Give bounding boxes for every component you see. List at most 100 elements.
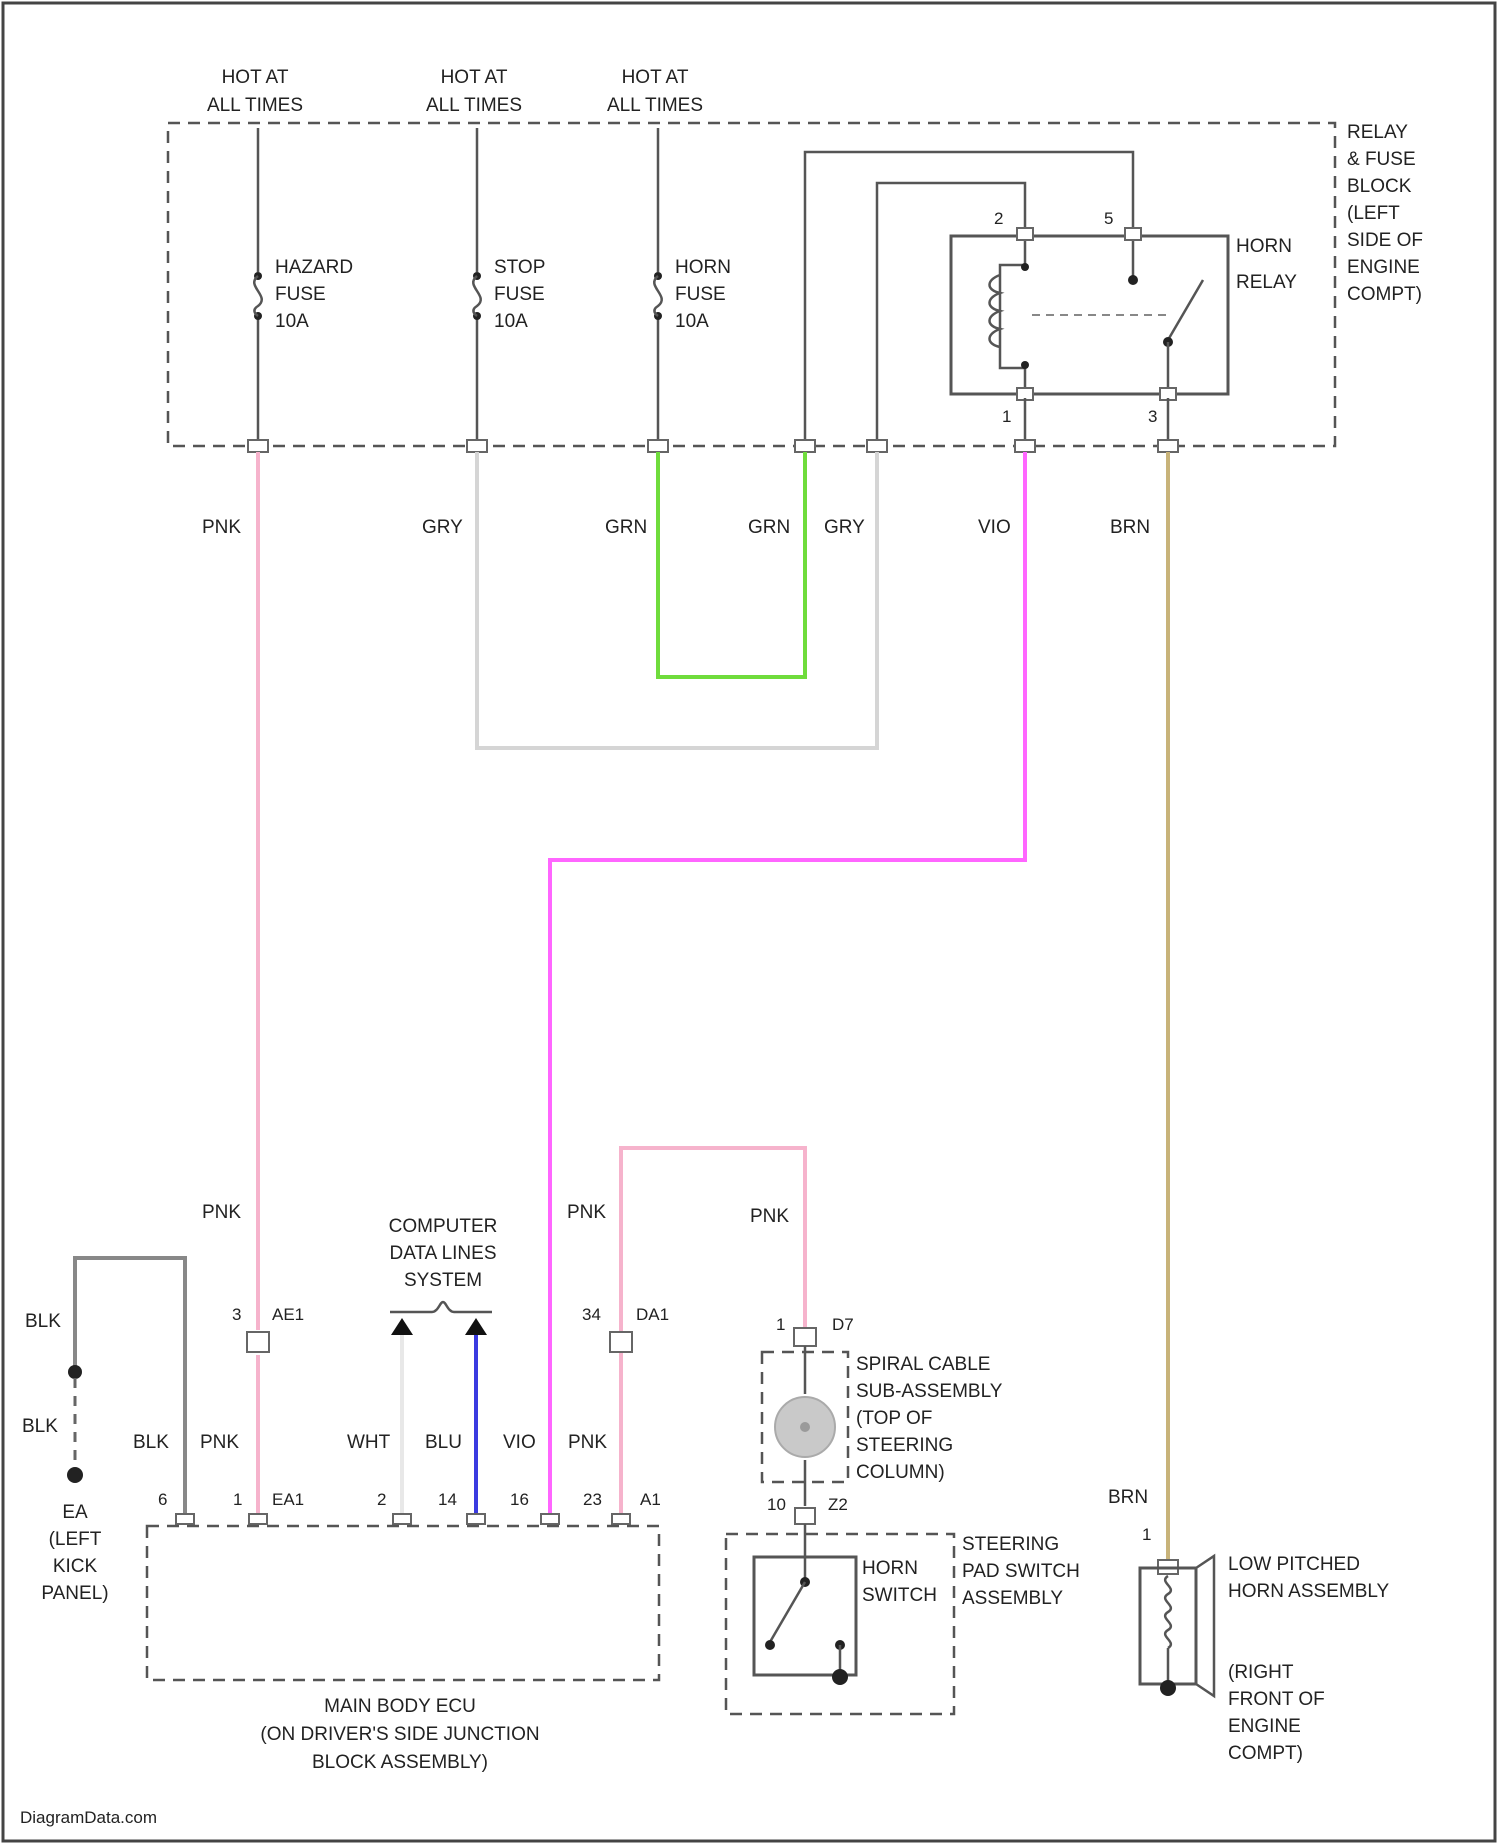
svg-text:FUSE: FUSE [494,284,545,305]
svg-text:COLUMN): COLUMN) [856,1462,945,1483]
svg-text:HOT AT: HOT AT [222,67,289,88]
wire-label-pnk-left: PNK [202,1202,241,1223]
svg-text:ENGINE: ENGINE [1228,1716,1301,1737]
svg-text:SYSTEM: SYSTEM [404,1270,482,1291]
computer-data-lines-label: COMPUTER DATA LINES SYSTEM [389,1216,498,1312]
wire-grn-horn-loop [658,452,805,677]
horn-assembly-icon [1140,1556,1214,1696]
horn-fuse-label: HORN FUSE 10A [675,257,731,332]
svg-text:10A: 10A [494,311,528,332]
horn-connector-pin: 1 [1142,1525,1151,1544]
ecu-pin-23: 23 [583,1490,602,1509]
svg-text:(LEFT: (LEFT [1347,203,1400,224]
wire-label-blu: BLU [425,1432,462,1453]
svg-text:Z2: Z2 [828,1495,848,1514]
svg-text:FRONT OF: FRONT OF [1228,1689,1325,1710]
wire-label-vio: VIO [503,1432,536,1453]
ecu-connector-a1: A1 [640,1490,661,1509]
svg-text:10A: 10A [675,311,709,332]
svg-text:BLOCK: BLOCK [1347,176,1412,197]
wire-label-pnk-top: PNK [202,517,241,538]
horn-switch-label: HORN SWITCH [862,1558,937,1606]
horn-fuse-icon [654,272,662,320]
svg-text:STOP: STOP [494,257,545,278]
svg-text:COMPT): COMPT) [1347,284,1422,305]
svg-text:HORN: HORN [862,1558,918,1579]
wire-label-gry-top-2: GRY [824,517,865,538]
relay-pin-5-label: 5 [1104,209,1113,228]
horn-assembly-location-label: (RIGHT FRONT OF ENGINE COMPT) [1228,1662,1325,1764]
svg-text:COMPUTER: COMPUTER [389,1216,498,1237]
hot-label-hazard: HOT AT ALL TIMES [207,67,303,116]
wire-blk-ground [75,1258,185,1518]
ground-point-icon [67,1365,83,1483]
svg-text:HORN ASSEMBLY: HORN ASSEMBLY [1228,1581,1390,1602]
svg-text:HOT AT: HOT AT [622,67,689,88]
svg-text:HORN: HORN [1236,236,1292,257]
svg-text:(RIGHT: (RIGHT [1228,1662,1294,1683]
data-line-arrow-icon-blu [465,1318,487,1335]
svg-text:10: 10 [767,1495,786,1514]
ecu-connector-marks [176,1514,630,1524]
relay-fuse-block-label: RELAY & FUSE BLOCK (LEFT SIDE OF ENGINE … [1347,122,1423,305]
svg-text:AE1: AE1 [272,1305,304,1324]
ecu-pin-14: 14 [438,1490,457,1509]
svg-text:PAD SWITCH: PAD SWITCH [962,1561,1080,1582]
relay-contact-switch-icon [1128,236,1203,398]
svg-text:DATA LINES: DATA LINES [390,1243,497,1264]
wire-label-grn-top-1: GRN [605,517,647,538]
connector-z2: 10 Z2 [767,1495,848,1524]
wire-gry-stop-loop [477,452,877,748]
svg-text:(TOP OF: (TOP OF [856,1408,932,1429]
stop-fuse-label: STOP FUSE 10A [494,257,545,332]
svg-text:HAZARD: HAZARD [275,257,353,278]
ecu-pin-1: 1 [233,1490,242,1509]
svg-text:FUSE: FUSE [275,284,326,305]
svg-text:1: 1 [776,1315,785,1334]
svg-text:ALL TIMES: ALL TIMES [207,95,303,116]
hazard-fuse-icon [254,272,262,320]
hot-label-horn: HOT AT ALL TIMES [607,67,703,116]
horn-relay-label: HORN RELAY [1236,236,1297,293]
wire-label-pnk-mid: PNK [567,1202,606,1223]
svg-text:KICK: KICK [53,1556,98,1577]
ecu-pin-2: 2 [377,1490,386,1509]
svg-text:COMPT): COMPT) [1228,1743,1303,1764]
connector-d7: 1 D7 [776,1315,854,1346]
svg-text:FUSE: FUSE [675,284,726,305]
svg-text:SUB-ASSEMBLY: SUB-ASSEMBLY [856,1381,1003,1402]
wire-label-wht: WHT [347,1432,391,1453]
connector-ae1: 3 AE1 [232,1305,304,1352]
internal-line-grn-to-relay-pin5 [805,152,1133,446]
wire-label-gry-top: GRY [422,517,463,538]
svg-text:PANEL): PANEL) [41,1583,108,1604]
relay-pin-2-label: 2 [994,209,1003,228]
svg-text:HOT AT: HOT AT [441,67,508,88]
wire-label-blk-1: BLK [25,1311,61,1332]
relay-coil-icon [990,236,1030,398]
svg-text:STEERING: STEERING [856,1435,953,1456]
connector-da1: 34 DA1 [582,1305,669,1352]
relay-pin-1-label: 1 [1002,407,1011,426]
data-line-arrow-icon-wht [391,1318,413,1335]
wire-label-pnk-a1: PNK [568,1432,607,1453]
hazard-fuse-label: HAZARD FUSE 10A [275,257,353,332]
horn-switch-icon [765,1524,848,1685]
relay-pin-3-label: 3 [1148,407,1157,426]
horn-assembly-label: LOW PITCHED HORN ASSEMBLY [1228,1554,1390,1602]
ecu-pin-6: 6 [158,1490,167,1509]
svg-text:3: 3 [232,1305,241,1324]
svg-text:RELAY: RELAY [1236,272,1297,293]
svg-text:ALL TIMES: ALL TIMES [607,95,703,116]
steering-pad-switch-label: STEERING PAD SWITCH ASSEMBLY [962,1534,1080,1609]
wire-label-blk-3: BLK [133,1432,169,1453]
svg-text:SWITCH: SWITCH [862,1585,937,1606]
svg-text:ALL TIMES: ALL TIMES [426,95,522,116]
svg-text:DA1: DA1 [636,1305,669,1324]
svg-text:STEERING: STEERING [962,1534,1059,1555]
wire-label-grn-top-2: GRN [748,517,790,538]
steering-pad-switch-box [726,1534,954,1714]
svg-text:EA: EA [62,1502,88,1523]
svg-text:RELAY: RELAY [1347,122,1408,143]
wire-label-brn-top: BRN [1110,517,1150,538]
